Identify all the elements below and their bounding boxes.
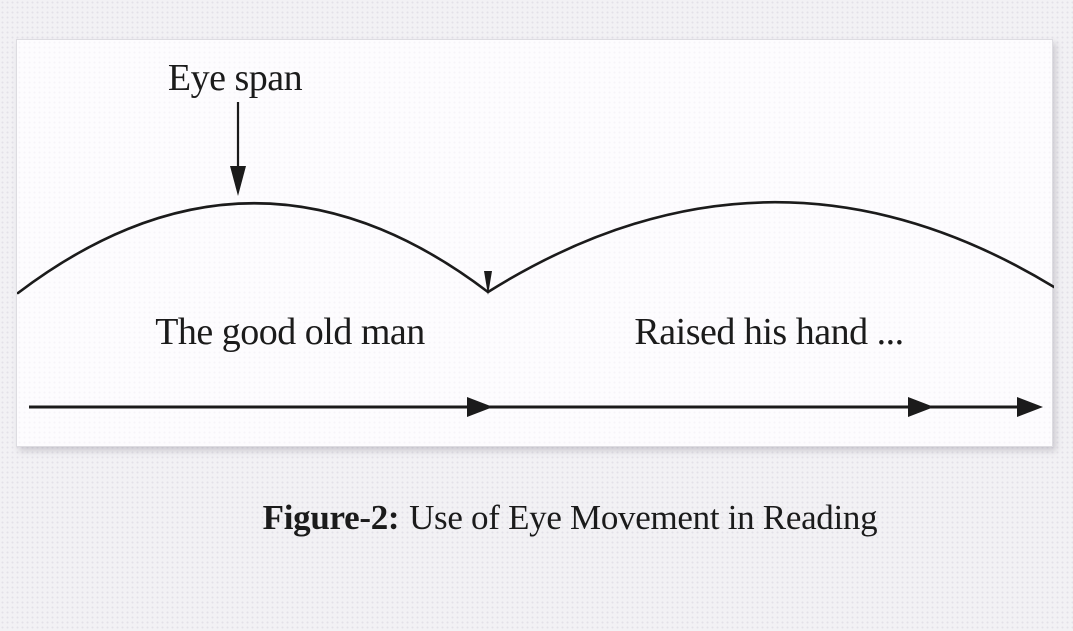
figure-caption-text: Use of Eye Movement in Reading	[409, 498, 878, 537]
fixation-landing-arrowhead-icon	[484, 271, 492, 295]
fixation-text-2: Raised his hand ...	[634, 311, 904, 353]
saccade-arc-2	[486, 200, 1054, 294]
figure-caption-label: Figure-2:	[262, 498, 400, 537]
reading-direction-arrowhead-3-icon	[1017, 397, 1043, 417]
figure-panel: Eye span The good old man Raised his han…	[16, 39, 1054, 447]
saccade-arc-1	[17, 201, 490, 295]
eye-span-label: Eye span	[167, 57, 303, 99]
eye-span-arrowhead-icon	[230, 166, 246, 196]
reading-direction-arrowhead-1-icon	[467, 397, 493, 417]
fixation-text-1: The good old man	[155, 311, 425, 353]
reading-direction-arrowhead-2-icon	[908, 397, 934, 417]
figure-caption: Figure-2:Use of Eye Movement in Reading	[263, 497, 878, 539]
eye-movement-diagram	[17, 102, 1054, 417]
